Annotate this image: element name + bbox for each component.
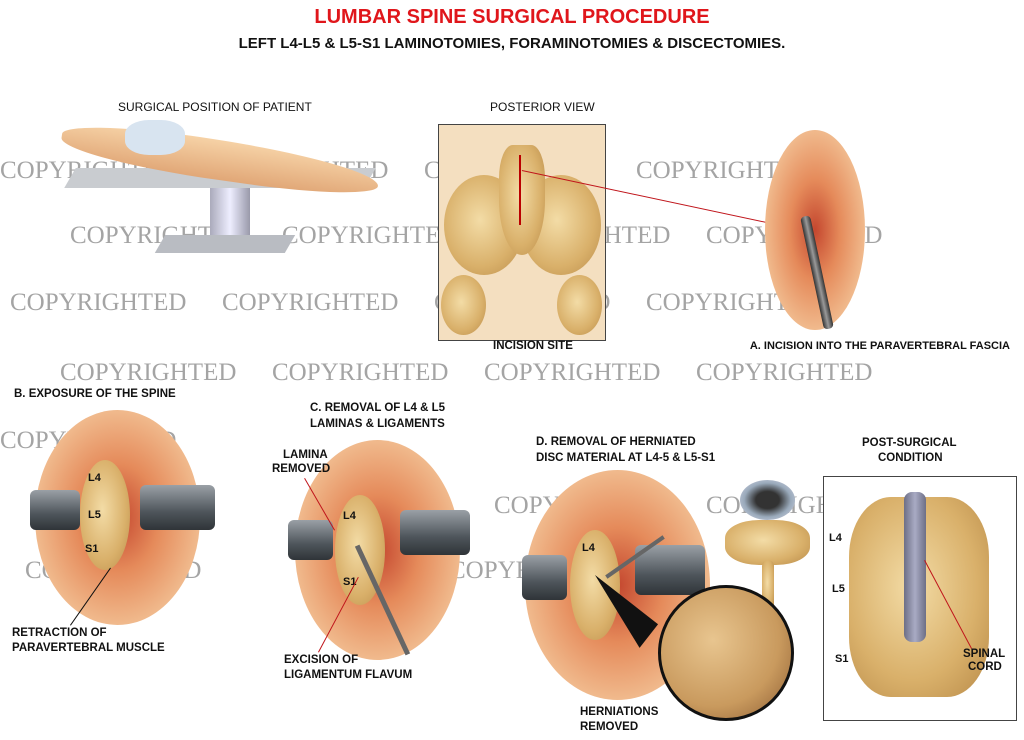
- post-caption-line1: POST-SURGICAL: [862, 437, 957, 449]
- femur-right: [557, 275, 602, 335]
- b-l4-label: L4: [88, 472, 101, 484]
- panel-a-caption: A. INCISION INTO THE PARAVERTEBRAL FASCI…: [749, 340, 1010, 352]
- post-surgical-frame: [823, 476, 1017, 721]
- b-note-line2: PARAVERTEBRAL MUSCLE: [12, 642, 165, 654]
- c-note-line2: LIGAMENTUM FLAVUM: [284, 669, 413, 681]
- copyright-watermark: COPYRIGHTED: [696, 359, 873, 386]
- femur-left: [441, 275, 486, 335]
- d-note-line2: REMOVED: [580, 721, 639, 733]
- b-note-line1: RETRACTION OF: [12, 627, 107, 639]
- spinal-cord: [904, 492, 926, 642]
- incision-site-label: INCISION SITE: [493, 340, 573, 352]
- retractor-left: [30, 490, 80, 530]
- post-l4-label: L4: [829, 532, 842, 544]
- incision-mark: [519, 155, 521, 225]
- posterior-caption: POSTERIOR VIEW: [490, 100, 595, 114]
- patient-position-illustration: [50, 117, 400, 280]
- disc-icon: [740, 480, 795, 520]
- d-vertebrae: [570, 530, 620, 640]
- table-base: [154, 235, 296, 253]
- magnified-detail-circle: [658, 585, 794, 721]
- drape: [125, 120, 185, 155]
- c-lamina-label-line1: LAMINA: [283, 449, 328, 461]
- c-l4-label: L4: [343, 510, 356, 522]
- sacrum: [499, 145, 545, 255]
- copyright-watermark: COPYRIGHTED: [222, 289, 399, 316]
- panel-d-caption-line1: D. REMOVAL OF HERNIATED: [536, 436, 696, 448]
- c-retractor-right: [400, 510, 470, 555]
- post-s1-label: S1: [835, 653, 849, 665]
- page-title: LUMBAR SPINE SURGICAL PROCEDURE: [314, 6, 710, 28]
- d-note-line1: HERNIATIONS: [580, 706, 659, 718]
- post-cord-line1: SPINAL: [963, 648, 1006, 660]
- panel-c-caption-line2: LAMINAS & LIGAMENTS: [310, 418, 445, 430]
- panel-c-caption-line1: C. REMOVAL OF L4 & L5: [310, 402, 446, 414]
- post-cord-line2: CORD: [968, 661, 1002, 673]
- d-l4-label: L4: [582, 542, 595, 554]
- position-caption: SURGICAL POSITION OF PATIENT: [118, 100, 312, 114]
- table-column: [210, 188, 250, 243]
- exposed-vertebrae: [80, 460, 130, 570]
- copyright-watermark: COPYRIGHTED: [272, 359, 449, 386]
- panel-d-caption-line2: DISC MATERIAL AT L4-5 & L5-S1: [536, 452, 716, 464]
- copyright-watermark: COPYRIGHTED: [484, 359, 661, 386]
- copyright-watermark: COPYRIGHTED: [10, 289, 187, 316]
- d-retractor-left: [522, 555, 567, 600]
- posterior-view-frame: [438, 124, 606, 341]
- d-retractor-right: [635, 545, 705, 595]
- incision-illustration: [765, 130, 865, 330]
- vertebra-cross-section: [725, 520, 810, 565]
- retractor-right: [140, 485, 215, 530]
- b-l5-label: L5: [88, 509, 101, 521]
- post-caption-line2: CONDITION: [878, 452, 943, 464]
- panel-b-caption: B. EXPOSURE OF THE SPINE: [14, 388, 176, 400]
- disc-cross-section: [720, 480, 810, 610]
- copyright-watermark: COPYRIGHTED: [60, 359, 237, 386]
- page-subtitle: LEFT L4-L5 & L5-S1 LAMINOTOMIES, FORAMIN…: [238, 35, 786, 52]
- c-note-line1: EXCISION OF: [284, 654, 359, 666]
- c-retractor-left: [288, 520, 333, 560]
- post-l5-label: L5: [832, 583, 845, 595]
- b-s1-label: S1: [85, 543, 99, 555]
- c-lamina-label-line2: REMOVED: [272, 463, 331, 475]
